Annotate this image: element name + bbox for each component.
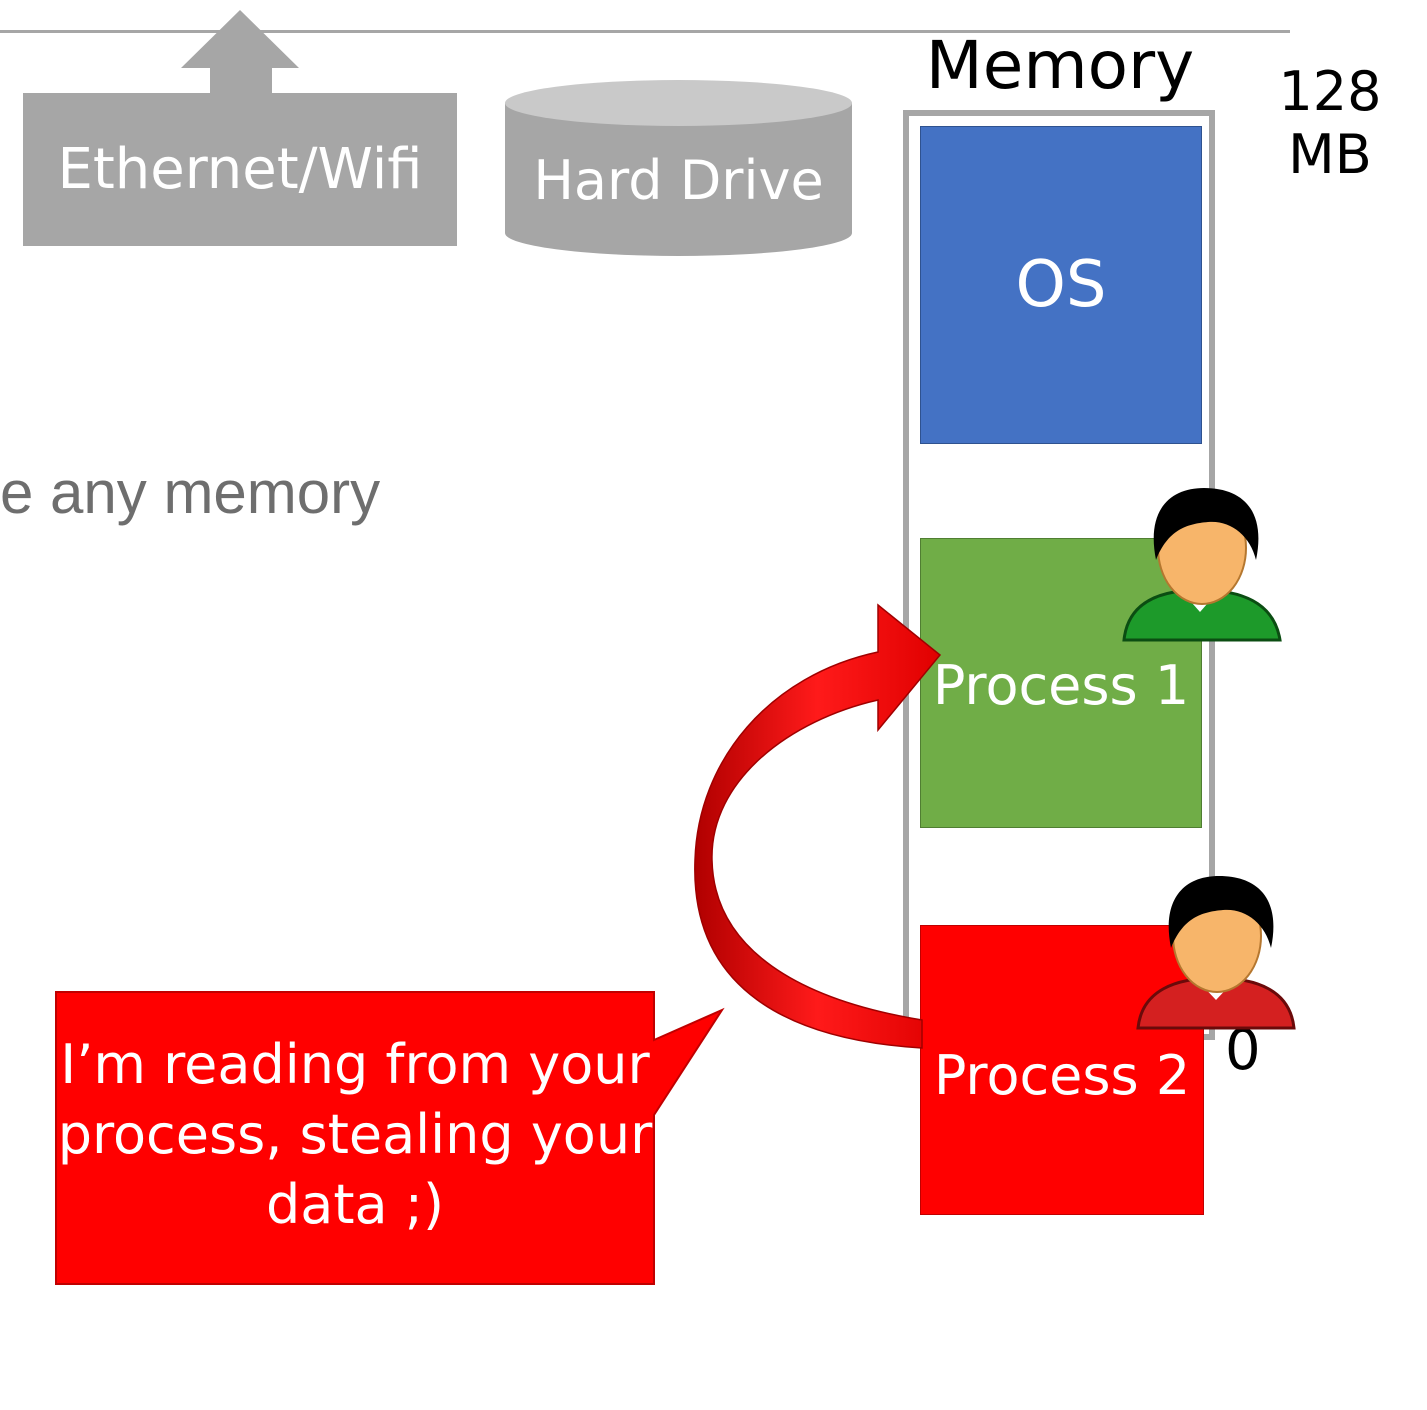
- process2-region: [920, 925, 1204, 1215]
- background-slide-text: e any memory: [0, 459, 381, 526]
- callout-line: data ;): [265, 1173, 445, 1236]
- process1-region: [920, 538, 1202, 828]
- hard-drive-label: Hard Drive: [533, 148, 824, 212]
- callout-line: process, stealing your: [57, 1103, 653, 1166]
- memory-title: Memory: [925, 26, 1195, 104]
- callout-text: I’m reading from your process, stealing …: [56, 1030, 654, 1240]
- ethernet-wifi-box: Ethernet/Wifi: [23, 93, 457, 246]
- callout-line: I’m reading from your: [60, 1033, 650, 1096]
- process1-label: Process 1: [932, 653, 1190, 717]
- ethernet-wifi-label: Ethernet/Wifi: [57, 137, 423, 202]
- os-region: OS: [920, 126, 1202, 444]
- os-label: OS: [1015, 248, 1107, 322]
- top-divider: [0, 30, 1290, 33]
- process2-label: Process 2: [933, 1043, 1191, 1107]
